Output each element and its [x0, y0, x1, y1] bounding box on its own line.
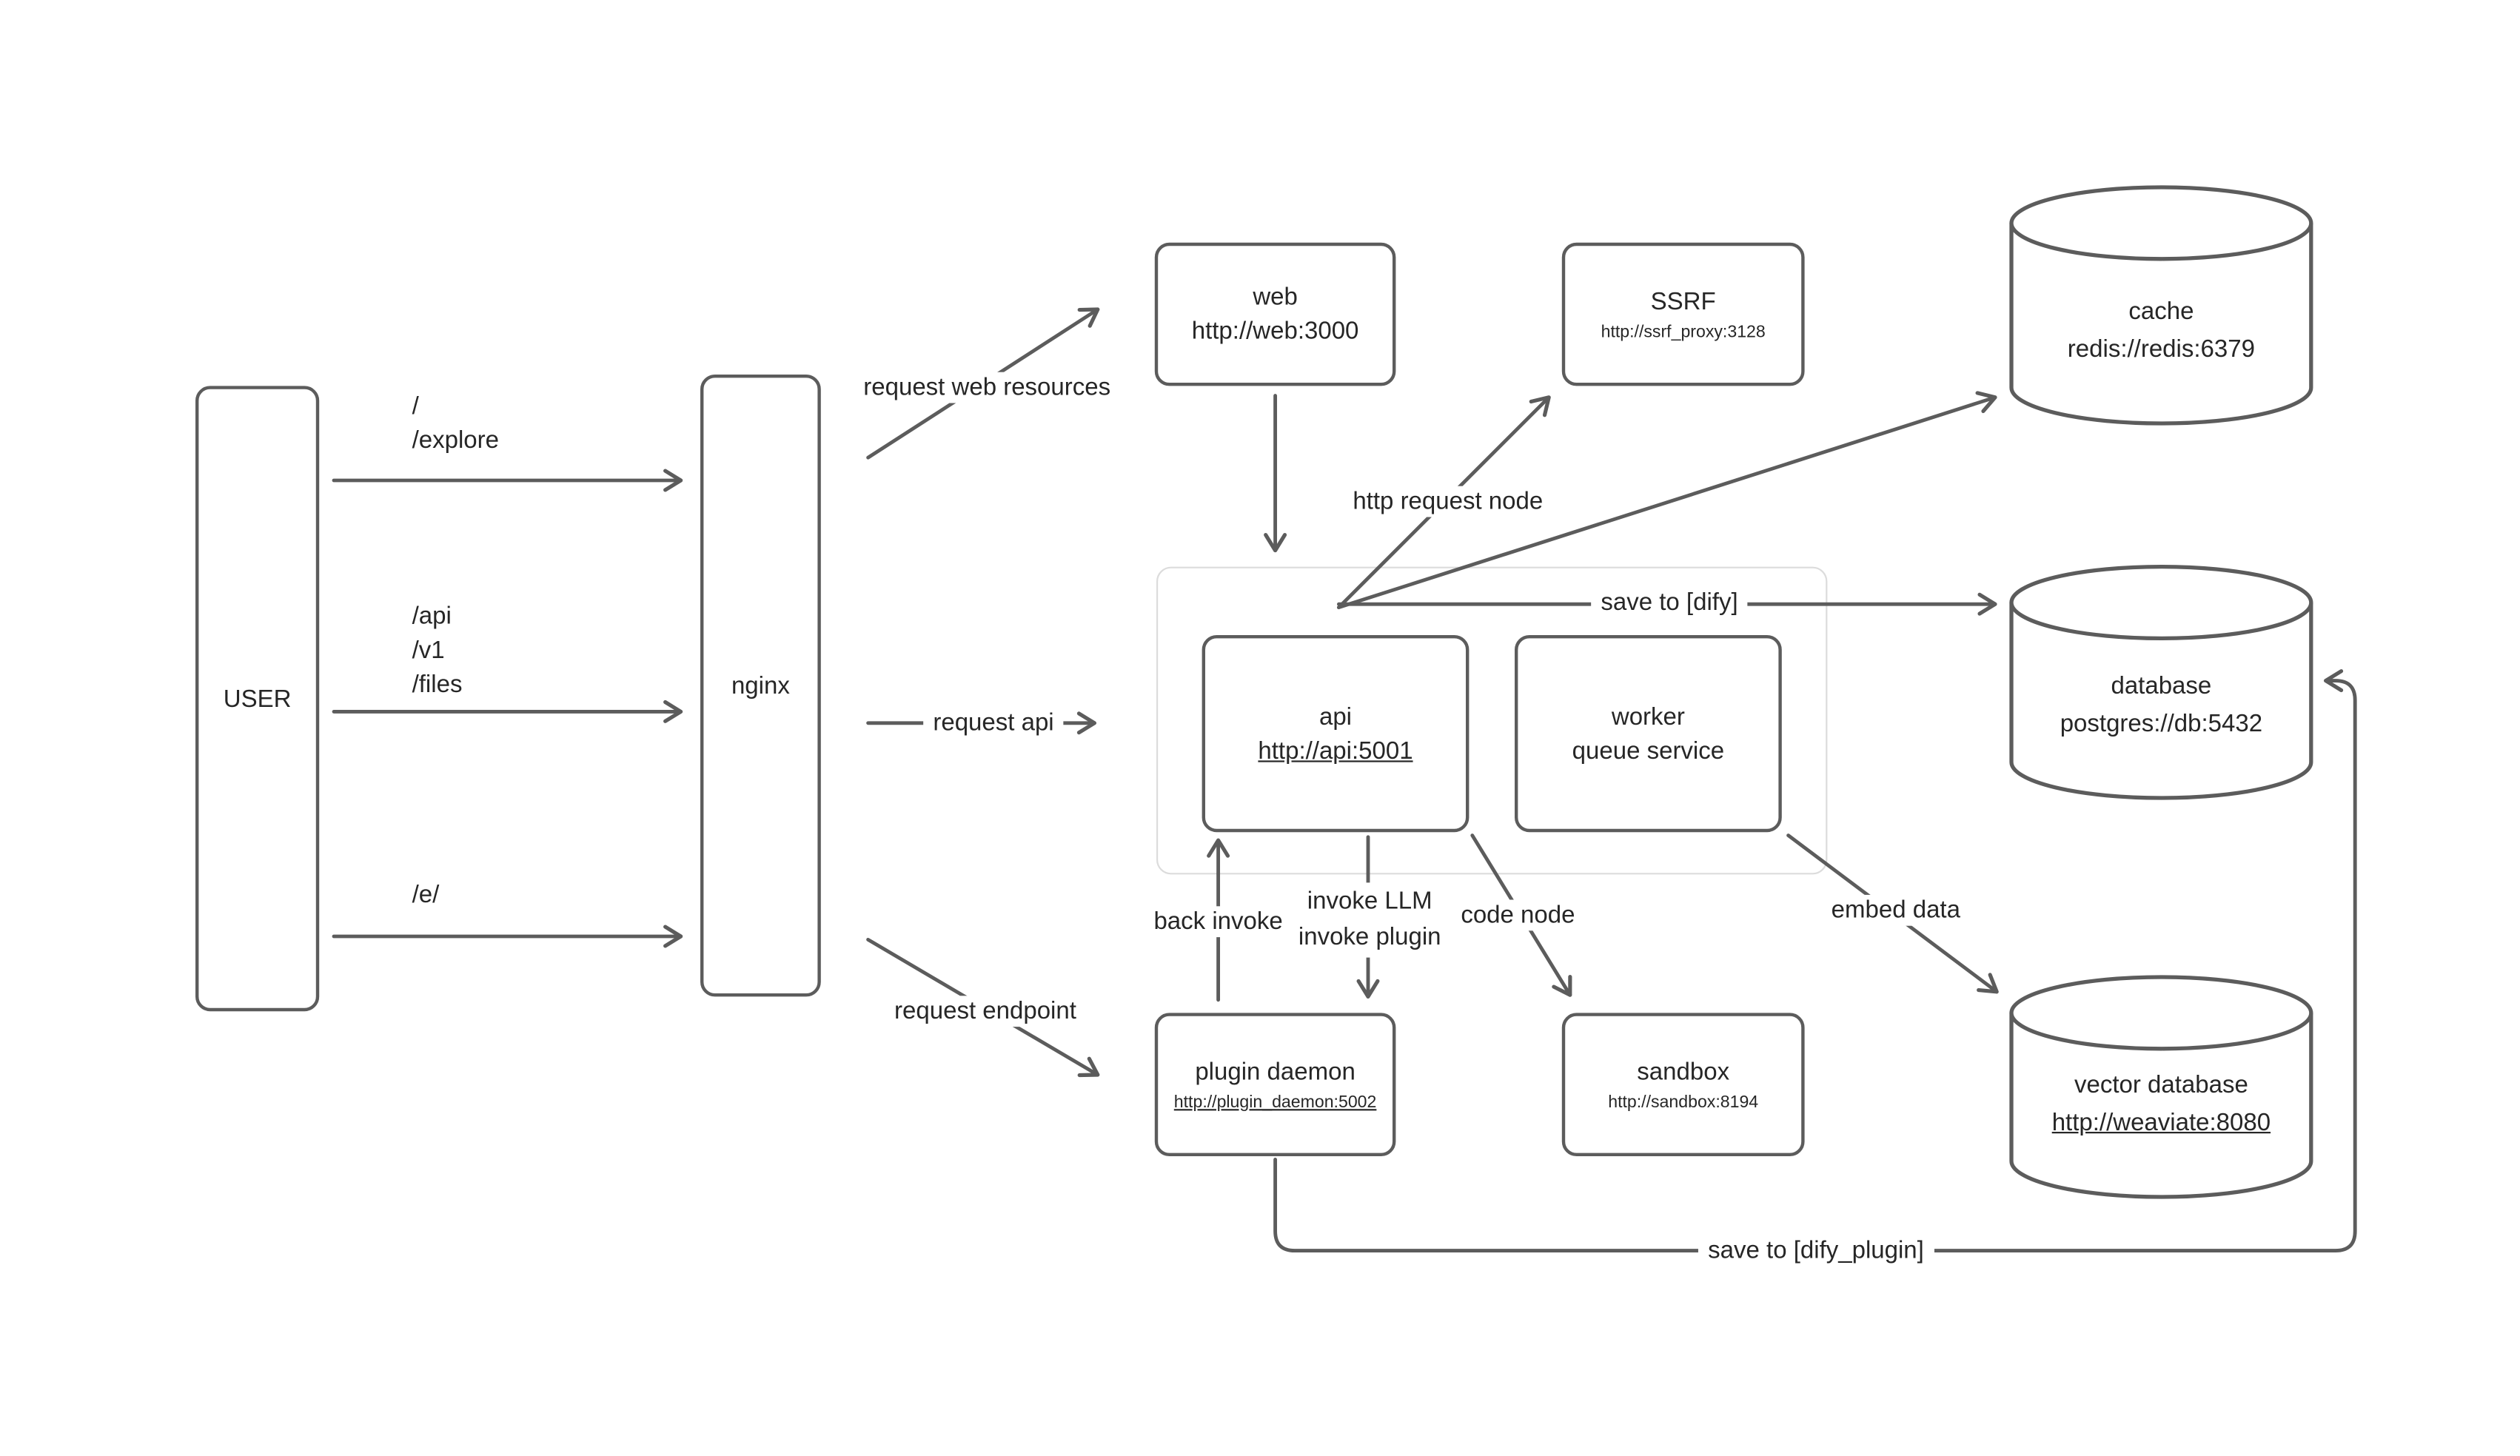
worker-node: worker queue service: [1515, 635, 1782, 833]
vector-database-subtitle: http://weaviate:8080: [2051, 1109, 2271, 1137]
sandbox-subtitle: http://sandbox:8194: [1608, 1092, 1759, 1112]
label-code-node: code node: [1451, 899, 1585, 931]
cache-subtitle: redis://redis:6379: [2067, 335, 2255, 363]
label-request-web-resources: request web resources: [854, 372, 1121, 403]
route-explore: /explore: [412, 426, 500, 454]
worker-subtitle: queue service: [1572, 737, 1725, 765]
web-title: web: [1253, 283, 1298, 312]
label-embed-data: embed data: [1821, 894, 1971, 926]
vector-database-node: vector database http://weaviate:8080: [2011, 1067, 2311, 1141]
vector-database-title: vector database: [2074, 1071, 2248, 1099]
label-back-invoke: back invoke: [1144, 906, 1293, 938]
database-node: database postgres://db:5432: [2011, 668, 2311, 742]
web-subtitle: http://web:3000: [1191, 318, 1359, 346]
label-invoke-llm: invoke LLM: [1307, 888, 1432, 916]
sandbox-node: sandbox http://sandbox:8194: [1561, 1013, 1805, 1156]
user-node: USER: [195, 386, 320, 1012]
api-node: api http://api:5001: [1202, 635, 1470, 833]
web-node: web http://web:3000: [1154, 242, 1396, 386]
plugin-daemon-node: plugin daemon http://plugin_daemon:5002: [1154, 1013, 1396, 1156]
routes-api: /api /v1 /files: [412, 600, 463, 702]
database-subtitle: postgres://db:5432: [2060, 710, 2263, 738]
route-e: /e/: [412, 881, 440, 909]
database-cylinder-top: [2009, 564, 2313, 641]
ssrf-title: SSRF: [1650, 287, 1716, 315]
arrow-api-cache: [1336, 391, 1997, 610]
cache-node: cache redis://redis:6379: [2011, 293, 2311, 368]
route-api: /api: [412, 603, 452, 631]
dify-services-group: [1156, 566, 1828, 875]
database-title: database: [2111, 672, 2212, 700]
label-invoke: invoke LLM invoke plugin: [1288, 882, 1451, 958]
sandbox-title: sandbox: [1637, 1057, 1730, 1086]
label-request-api: request api: [923, 707, 1064, 739]
nginx-label: nginx: [731, 671, 790, 700]
routes-web: / /explore: [412, 389, 499, 457]
label-save-to-dify: save to [dify]: [1591, 587, 1748, 618]
worker-title: worker: [1611, 702, 1685, 731]
vector-database-cylinder-top: [2009, 975, 2313, 1051]
routes-endpoint: /e/: [412, 878, 440, 912]
label-invoke-plugin: invoke plugin: [1298, 923, 1441, 951]
label-save-to-dify-plugin: save to [dify_plugin]: [1698, 1235, 1934, 1267]
cache-cylinder: [2009, 223, 2313, 426]
vector-database-cylinder: [2009, 1013, 2313, 1199]
plugin-daemon-title: plugin daemon: [1195, 1057, 1355, 1086]
database-cylinder: [2009, 603, 2313, 800]
ssrf-node: SSRF http://ssrf_proxy:3128: [1561, 242, 1805, 386]
label-http-request-node: http request node: [1343, 486, 1553, 517]
cache-title: cache: [2128, 298, 2194, 326]
route-root: /: [412, 392, 419, 420]
user-label: USER: [223, 685, 292, 713]
arrow-plugin-daemon-database: [1273, 669, 2357, 1253]
plugin-daemon-subtitle: http://plugin_daemon:5002: [1173, 1092, 1377, 1112]
label-request-endpoint: request endpoint: [884, 996, 1087, 1027]
cache-cylinder-top: [2009, 185, 2313, 261]
route-files: /files: [412, 671, 463, 699]
route-v1: /v1: [412, 637, 445, 665]
nginx-node: nginx: [700, 375, 821, 997]
api-title: api: [1318, 702, 1353, 731]
api-subtitle: http://api:5001: [1258, 737, 1413, 765]
ssrf-subtitle: http://ssrf_proxy:3128: [1601, 321, 1766, 341]
